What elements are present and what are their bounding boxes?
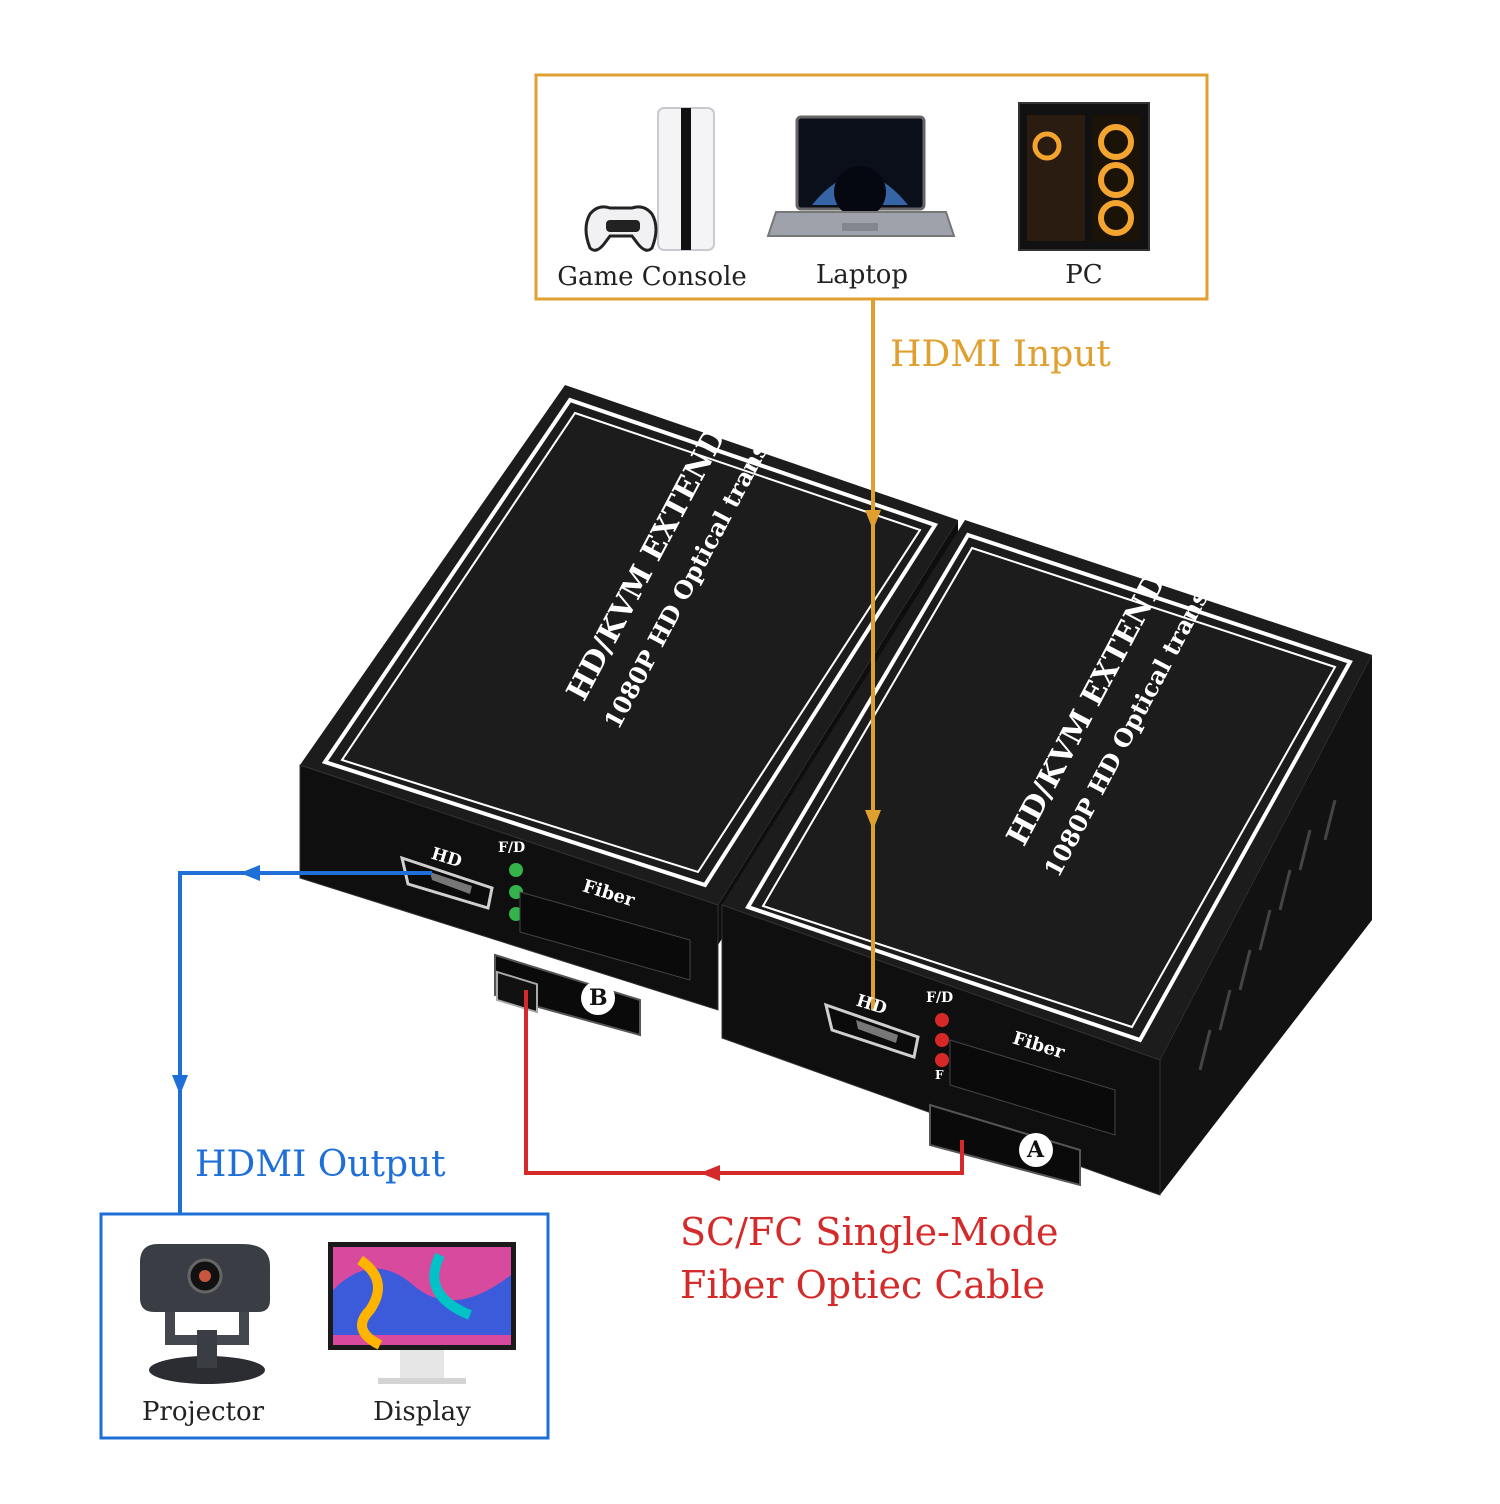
status-led-icon	[935, 1013, 949, 1027]
output-device-box	[99, 1212, 550, 1440]
arrow-down-icon	[865, 810, 881, 830]
device-label-game-console: Game Console	[557, 262, 747, 292]
laptop-icon	[766, 115, 956, 237]
unit-b-port-letter: B	[589, 985, 608, 1011]
hdmi-output-cable	[178, 871, 432, 1215]
status-led-icon	[935, 1053, 949, 1067]
input-device-box	[534, 73, 1209, 301]
arrow-down-icon	[172, 1075, 188, 1095]
unit-a-extra-label: F	[935, 1068, 944, 1082]
cable-label-line1: SC/FC Single-Mode	[680, 1210, 1059, 1254]
port-badge-b	[581, 981, 615, 1015]
projector-icon	[140, 1244, 270, 1384]
cable-label-line2: Fiber Optiec Cable	[680, 1263, 1046, 1307]
hdmi-output-label: HDMI Output	[195, 1144, 446, 1185]
arrow-down-icon	[865, 510, 881, 530]
device-label-pc: PC	[1065, 260, 1102, 290]
display-monitor-icon	[328, 1242, 516, 1384]
unit-a-fd-label: F/D	[926, 990, 954, 1006]
arrow-left-icon	[700, 1165, 720, 1181]
hdmi-input-label: HDMI Input	[890, 334, 1111, 375]
status-led-icon	[935, 1033, 949, 1047]
fiber-optic-cable	[524, 990, 964, 1175]
status-led-icon	[509, 863, 523, 877]
device-label-laptop: Laptop	[816, 260, 908, 290]
game-console-icon	[584, 107, 715, 252]
transceiver-unit-a	[721, 520, 1372, 1196]
arrow-left-icon	[240, 865, 260, 881]
hdmi-port-icon	[823, 1002, 920, 1059]
port-badge-a	[1019, 1133, 1053, 1167]
hdmi-port-icon	[399, 855, 494, 910]
unit-b-fd-label: F/D	[498, 840, 526, 856]
vent-slots	[1198, 799, 1337, 1071]
unit-a-port-letter: A	[1027, 1137, 1045, 1163]
device-label-display: Display	[373, 1397, 471, 1427]
pc-tower-icon	[1018, 102, 1150, 251]
device-label-projector: Projector	[142, 1397, 265, 1427]
